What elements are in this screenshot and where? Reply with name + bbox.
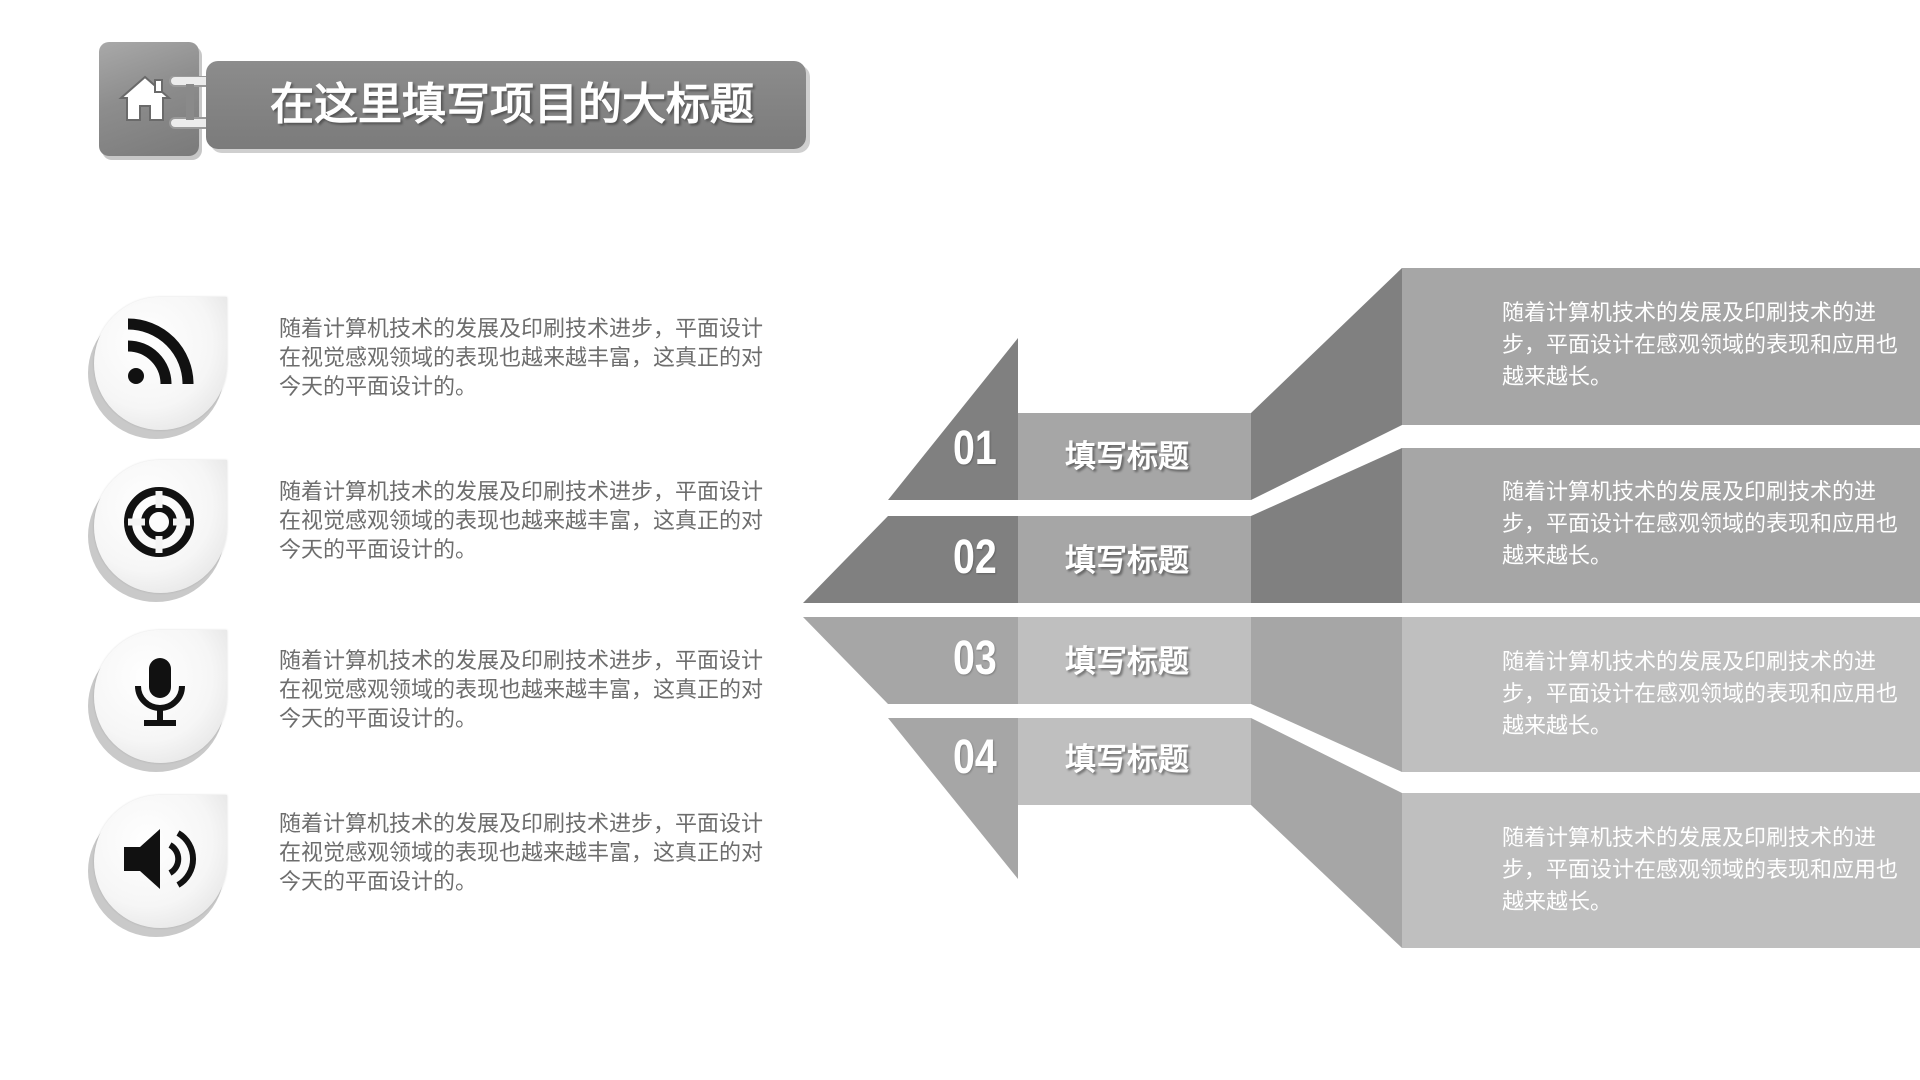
page-title: 在这里填写项目的大标题	[270, 79, 754, 130]
rss-badge	[88, 297, 238, 457]
step-02-text-panel	[1402, 448, 1920, 603]
list-item-text: 随着计算机技术的发展及印刷技术进步，平面设计在视觉感观领域的表现也越来越丰富，这…	[279, 317, 764, 400]
list-item-text: 随着计算机技术的发展及印刷技术进步，平面设计在视觉感观领域的表现也越来越丰富，这…	[279, 812, 764, 895]
badge-drop	[94, 795, 227, 928]
step-number: 02	[953, 531, 997, 584]
badge-drop	[94, 297, 227, 430]
speaker-badge	[88, 795, 238, 955]
step-01-connector	[1251, 268, 1402, 500]
step-03-label-band	[1018, 617, 1251, 704]
header-bar: 在这里填写项目的大标题	[206, 61, 806, 149]
step-number: 03	[953, 632, 997, 685]
speaker-icon	[124, 829, 197, 889]
step-03-connector	[1251, 617, 1402, 772]
step-label: 填写标题	[1065, 644, 1189, 680]
step-02-arrow-tip	[803, 516, 1018, 603]
step-01-text-panel	[1402, 268, 1920, 425]
step-02-label-band	[1018, 516, 1251, 603]
step-04-arrow-tip	[888, 718, 1018, 879]
step-description: 随着计算机技术的发展及印刷技术的进步，平面设计在感观领域的表现和应用也越来越长。	[1502, 480, 1899, 569]
step-number: 04	[953, 731, 997, 784]
step-description: 随着计算机技术的发展及印刷技术的进步，平面设计在感观领域的表现和应用也越来越长。	[1502, 650, 1899, 739]
step-01-label-band	[1018, 413, 1251, 500]
step-04-text-panel	[1402, 793, 1920, 948]
step-04-connector	[1251, 718, 1402, 948]
list-item-text: 随着计算机技术的发展及印刷技术进步，平面设计在视觉感观领域的表现也越来越丰富，这…	[279, 480, 764, 563]
step-02-connector	[1251, 448, 1402, 603]
step-01-arrow-tip	[888, 338, 1018, 500]
step-description: 随着计算机技术的发展及印刷技术的进步，平面设计在感观领域的表现和应用也越来越长。	[1502, 826, 1899, 915]
microphone-icon	[135, 658, 185, 726]
step-number: 01	[953, 422, 997, 475]
step-03-arrow-tip	[803, 617, 1018, 704]
badge-drop	[94, 630, 227, 763]
header-icon-box	[99, 42, 199, 156]
microphone-badge	[88, 630, 238, 790]
home-icon	[118, 75, 172, 121]
step-description: 随着计算机技术的发展及印刷技术的进步，平面设计在感观领域的表现和应用也越来越长。	[1502, 301, 1899, 390]
step-04-label-band	[1018, 718, 1251, 805]
step-label: 填写标题	[1065, 439, 1189, 475]
badge-drop	[94, 460, 227, 593]
step-03-text-panel	[1402, 617, 1920, 772]
step-label: 填写标题	[1065, 742, 1189, 778]
list-item-text: 随着计算机技术的发展及印刷技术进步，平面设计在视觉感观领域的表现也越来越丰富，这…	[279, 649, 764, 732]
lifebuoy-icon	[124, 487, 194, 557]
lifebuoy-badge	[88, 460, 238, 620]
step-label: 填写标题	[1065, 543, 1189, 579]
rss-icon	[127, 318, 194, 385]
